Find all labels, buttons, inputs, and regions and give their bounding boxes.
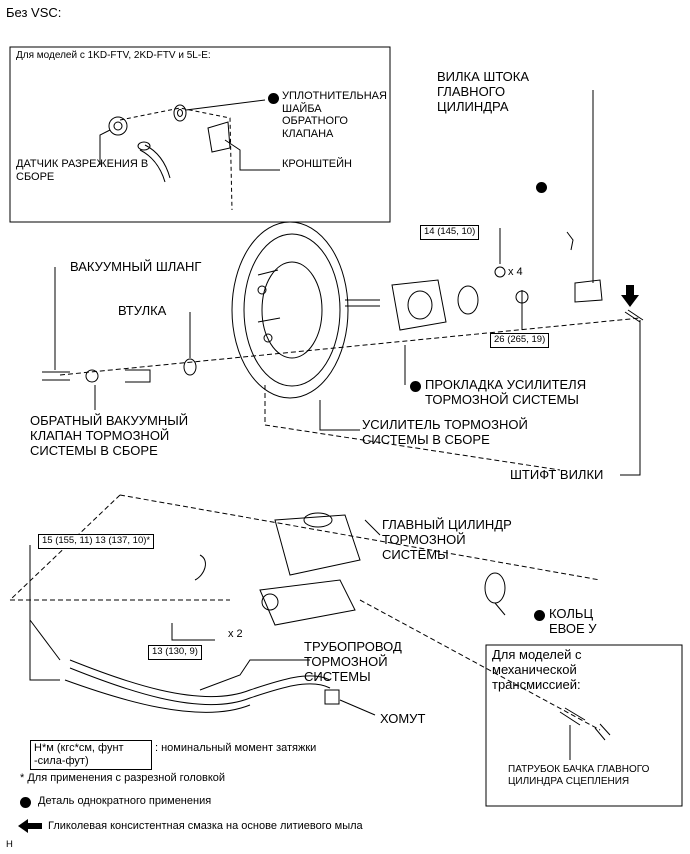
- legend-non-reusable: Деталь однократного применения: [38, 795, 212, 807]
- label-bracket: КРОНШТЕЙН: [282, 158, 352, 170]
- label-check-valve: ОБРАТНЫЙ ВАКУУМНЫЙ КЛАПАН ТОРМОЗНОЙ СИСТ…: [30, 413, 189, 458]
- label-o-ring: КОЛЬЦ ЕВОЕ У: [549, 606, 597, 636]
- torque-value: 14 (145, 10): [420, 225, 480, 240]
- quantity-label: x 2: [228, 628, 243, 640]
- label-booster-gasket: ПРОКЛАДКА УСИЛИТЕЛЯ ТОРМОЗНОЙ СИСТЕМЫ: [425, 377, 587, 407]
- manual-box-frame: [485, 644, 683, 807]
- non-reusable-icon: [268, 93, 279, 104]
- non-reusable-icon: [534, 610, 545, 621]
- corner-mark: H: [6, 839, 13, 850]
- label-brake-line: ТРУБОПРОВОД ТОРМОЗНОЙ СИСТЕМЫ: [304, 639, 402, 684]
- label-master-cylinder: ГЛАВНЫЙ ЦИЛИНДР ТОРМОЗНОЙ СИСТЕМЫ: [382, 517, 512, 562]
- torque-value: 15 (155, 11) 13 (137, 10)*: [38, 534, 155, 549]
- page-title: Без VSC:: [6, 5, 62, 20]
- quantity-label: x 4: [508, 266, 523, 278]
- label-clevis-pin: ШТИФТ ВИЛКИ: [510, 467, 604, 482]
- label-booster: УСИЛИТЕЛЬ ТОРМОЗНОЙ СИСТЕМЫ В СБОРЕ: [362, 417, 528, 447]
- inset-note: Для моделей с 1KD-FTV, 2KD-FTV и 5L-E:: [16, 50, 211, 61]
- label-push-rod-clevis: ВИЛКА ШТОКА ГЛАВНОГО ЦИЛИНДРА: [437, 69, 530, 114]
- label-grommet: ВТУЛКА: [118, 303, 167, 318]
- manual-box-title: Для моделей с механической трансмиссией:: [492, 647, 582, 692]
- clevis-part: [574, 279, 603, 303]
- check-valve-gasket-inset: [173, 104, 187, 122]
- legend-torque-key: Н*м (кгс*см, фунт -сила-фут): [34, 742, 124, 767]
- arrow-down-icon: [621, 285, 639, 307]
- booster-gasket-part: [391, 279, 447, 331]
- inset-frame: [9, 46, 391, 223]
- label-clamp: ХОМУТ: [380, 711, 426, 726]
- non-reusable-icon: [536, 182, 547, 193]
- vacuum-sensor-part: [108, 116, 171, 183]
- booster-body: [231, 221, 380, 399]
- non-reusable-icon: [410, 381, 421, 392]
- label-clutch-union: ПАТРУБОК БАЧКА ГЛАВНОГО ЦИЛИНДРА СЦЕПЛЕН…: [508, 764, 650, 787]
- arrow-left-icon: [18, 819, 42, 833]
- bracket-part: [207, 121, 231, 153]
- label-check-valve-gasket: УПЛОТНИТЕЛЬНАЯ ШАЙБА ОБРАТНОГО КЛАПАНА: [282, 90, 387, 140]
- master-cylinder-part: [194, 512, 361, 626]
- legend-torque-desc: : номинальный момент затяжки: [155, 742, 317, 754]
- legend-torque-key-box: Н*м (кгс*см, фунт -сила-фут): [30, 740, 152, 770]
- legend-grease: Гликолевая консистентная смазка на основ…: [48, 820, 363, 832]
- torque-value: 26 (265, 19): [490, 333, 550, 348]
- label-vacuum-hose: ВАКУУМНЫЙ ШЛАНГ: [70, 259, 202, 274]
- torque-value: 13 (130, 9): [148, 645, 202, 660]
- filled-circle-icon: [20, 797, 31, 808]
- label-vacuum-sensor: ДАТЧИК РАЗРЕЖЕНИЯ В СБОРЕ: [16, 158, 149, 183]
- legend-flare-note: * Для применения с разрезной головкой: [20, 772, 226, 784]
